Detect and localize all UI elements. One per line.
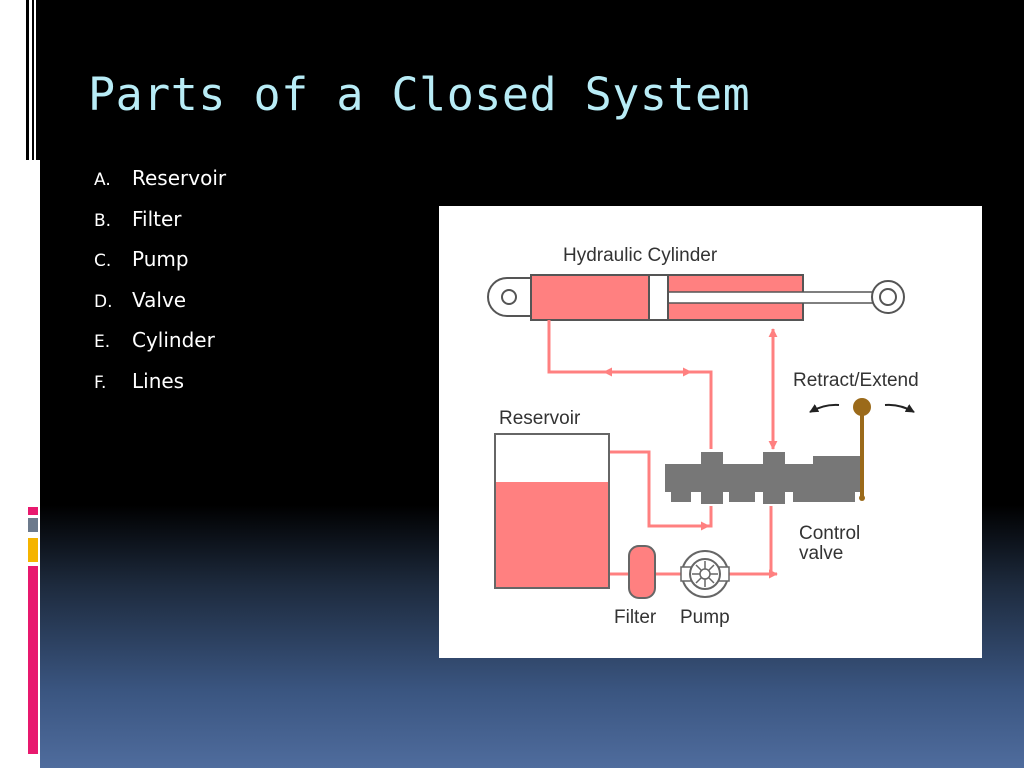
reservoir [494,433,610,589]
item-letter: D. [94,291,113,312]
hydraulic-cylinder-label: Hydraulic Cylinder [563,245,718,266]
parts-list: A. Reservoir B. Filter C. Pump D. Valve E. Cy… [94,166,226,410]
control-valve [665,452,861,504]
filter [628,545,656,599]
item-text: Valve [132,287,187,312]
list-item: A. Reservoir [94,166,226,207]
slide-title: Parts of a Closed System [88,68,751,121]
item-letter: A. [94,170,111,190]
list-item: E. Cylinder [94,328,226,369]
item-letter: C. [94,251,112,272]
extend-arrow-icon [884,403,915,413]
list-item: F. Lines [94,369,226,410]
accent-bar-pink-top [28,507,38,515]
control-valve-label-2: valve [799,543,843,564]
pump [680,550,730,598]
filter-label: Filter [614,607,657,628]
accent-bar-yellow [28,538,38,562]
item-text: Pump [132,247,189,272]
hydraulic-cylinder [487,274,905,321]
control-lever [853,398,871,501]
hydraulic-diagram: Hydraulic Cylinder Reservoir [439,206,982,658]
retract-extend-label: Retract/Extend [793,370,919,391]
control-valve-label: Control [799,523,860,544]
fluid-lines [547,320,778,579]
reservoir-label: Reservoir [499,408,581,429]
strip-lines [26,0,40,160]
item-text: Reservoir [132,166,227,190]
pump-label: Pump [680,607,730,628]
item-text: Cylinder [132,328,215,353]
list-item: B. Filter [94,207,226,248]
accent-bar-pink [28,566,38,754]
list-item: D. Valve [94,288,226,329]
list-item: C. Pump [94,247,226,288]
hydraulic-diagram-svg: Hydraulic Cylinder Reservoir [487,245,919,628]
retract-arrow-icon [809,403,840,413]
item-letter: E. [94,332,111,353]
item-text: Lines [132,368,185,393]
item-letter: F. [94,372,107,393]
accent-bar-gray [28,518,38,532]
item-letter: B. [94,210,112,231]
item-text: Filter [132,206,182,231]
